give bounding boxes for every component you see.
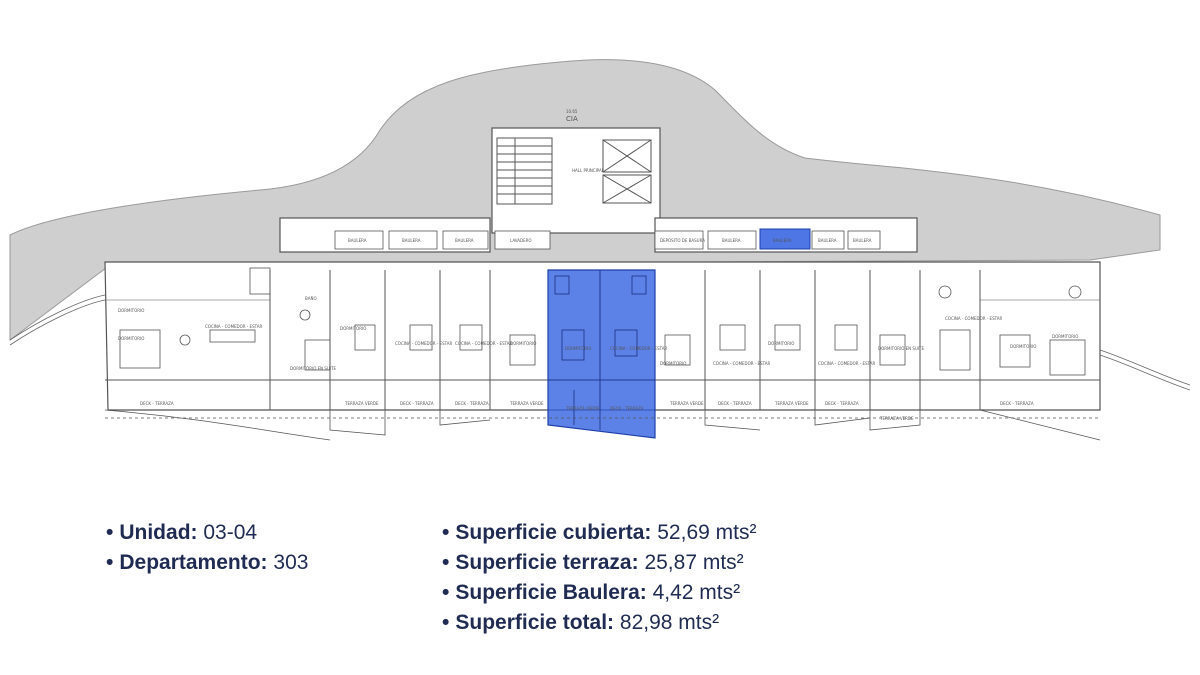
room-label: DORMITORIO EN SUITE xyxy=(878,346,924,351)
room-label: DORMITORIO xyxy=(340,326,366,331)
storage-label: LAVADERO xyxy=(510,238,532,243)
storage-label: BAULERA xyxy=(722,238,741,243)
spec-value: 52,69 mts² xyxy=(651,521,757,544)
terrace-label: TERRAZA VERDE xyxy=(879,416,914,421)
bullet: • xyxy=(442,581,450,604)
spec-label: Superficie terraza: xyxy=(455,551,639,574)
room-label: DORMITORIO xyxy=(565,346,591,351)
unit-info: •Unidad: 03-04 •Departamento: 303 xyxy=(106,518,308,578)
terrace-label: TERRAZA VERDE xyxy=(509,401,544,406)
room-label: COCINA - COMEDOR - ESTAR xyxy=(205,324,262,329)
room-label: BAÑO xyxy=(305,296,317,301)
room-label: DORMITORIO xyxy=(768,341,794,346)
terrace-strip xyxy=(104,409,1101,441)
storage-label: BAULERA xyxy=(853,238,872,243)
terrace-label: TERRAZA VERDE xyxy=(344,401,379,406)
spec-row-total: •Superficie total: 82,98 mts² xyxy=(442,608,756,638)
room-label: COCINA - COMEDOR - ESTAR xyxy=(818,361,875,366)
shoreline xyxy=(9,294,1191,391)
bullet: • xyxy=(442,611,450,634)
spec-value: 4,42 mts² xyxy=(646,581,741,604)
room-label: DORMITORIO xyxy=(118,308,144,313)
storage-label: BAULERA xyxy=(818,238,837,243)
storage-row xyxy=(334,230,881,250)
spec-row-baulera: •Superficie Baulera: 4,42 mts² xyxy=(442,578,756,608)
room-label: COCINA - COMEDOR - ESTAR xyxy=(455,341,512,346)
terrace-label: DECK - TERRAZA xyxy=(718,401,752,406)
room-label: DORMITORIO EN SUITE xyxy=(290,366,336,371)
storage-label: BAULERA xyxy=(402,238,421,243)
terrace-label: DECK - TERRAZA xyxy=(455,401,489,406)
terrace-label: TERRAZA VERDE xyxy=(669,401,704,406)
spec-label: Departamento: xyxy=(119,551,268,574)
room-label: DORMITORIO xyxy=(510,341,536,346)
room-label: COCINA - COMEDOR - ESTAR xyxy=(610,346,667,351)
storage-label: BAULERA xyxy=(348,238,367,243)
room-label: COCINA - COMEDOR - ESTAR xyxy=(945,316,1002,321)
storage-highlight xyxy=(759,228,811,250)
hall-label: HALL PRINCIPAL xyxy=(572,168,605,173)
storage-label: DEPOSITO DE BASURA xyxy=(660,238,705,243)
room-label: COCINA - COMEDOR - ESTAR xyxy=(713,361,770,366)
terrace-label: DECK - TERRAZA xyxy=(610,406,644,411)
surface-info: •Superficie cubierta: 52,69 mts² •Superf… xyxy=(442,518,756,638)
spec-value: 82,98 mts² xyxy=(614,611,720,634)
top-dimension: 10.65 xyxy=(566,109,578,114)
spec-label: Unidad: xyxy=(119,521,198,544)
terrace-label: TERRAZA VERDE xyxy=(774,401,809,406)
room-label: COCINA - COMEDOR - ESTAR xyxy=(395,341,452,346)
bullet: • xyxy=(106,521,114,544)
room-label: DORMITORIO xyxy=(1010,344,1036,349)
spec-value: 03-04 xyxy=(197,521,258,544)
bullet: • xyxy=(442,521,450,544)
terrace-label: TERRAZA VERDE xyxy=(565,406,600,411)
elevator-shafts xyxy=(602,139,652,204)
storage-label: BAULERA xyxy=(455,238,474,243)
spec-row-unidad: •Unidad: 03-04 xyxy=(106,518,308,548)
unit-highlight xyxy=(547,269,656,439)
terrace-label: DECK - TERRAZA xyxy=(140,401,174,406)
bullet: • xyxy=(106,551,114,574)
terrace-label: DECK - TERRAZA xyxy=(825,401,859,406)
room-label: DORMITORIO xyxy=(1052,334,1078,339)
storage-label: BAULERA xyxy=(773,238,792,243)
spec-row-departamento: •Departamento: 303 xyxy=(106,548,308,578)
room-label: DORMITORIO xyxy=(118,336,144,341)
floor-plan: HALL PRINCIPAL CIA 10.65 BAULERA BAULERA… xyxy=(9,59,1191,441)
furniture xyxy=(119,267,1086,376)
bullet: • xyxy=(442,551,450,574)
spec-label: Superficie Baulera: xyxy=(455,581,647,604)
spec-label: Superficie total: xyxy=(455,611,615,634)
north-mark: CIA xyxy=(566,115,578,123)
spec-value: 303 xyxy=(267,551,309,574)
spec-row-terraza: •Superficie terraza: 25,87 mts² xyxy=(442,548,756,578)
room-label: DORMITORIO xyxy=(660,361,686,366)
terrace-label: DECK - TERRAZA xyxy=(400,401,434,406)
spec-row-cubierta: •Superficie cubierta: 52,69 mts² xyxy=(442,518,756,548)
spec-label: Superficie cubierta: xyxy=(455,521,652,544)
spec-value: 25,87 mts² xyxy=(638,551,744,574)
terrace-label: DECK - TERRAZA xyxy=(1000,401,1034,406)
stair-core xyxy=(496,137,553,205)
unit-highlight-details xyxy=(548,270,655,430)
